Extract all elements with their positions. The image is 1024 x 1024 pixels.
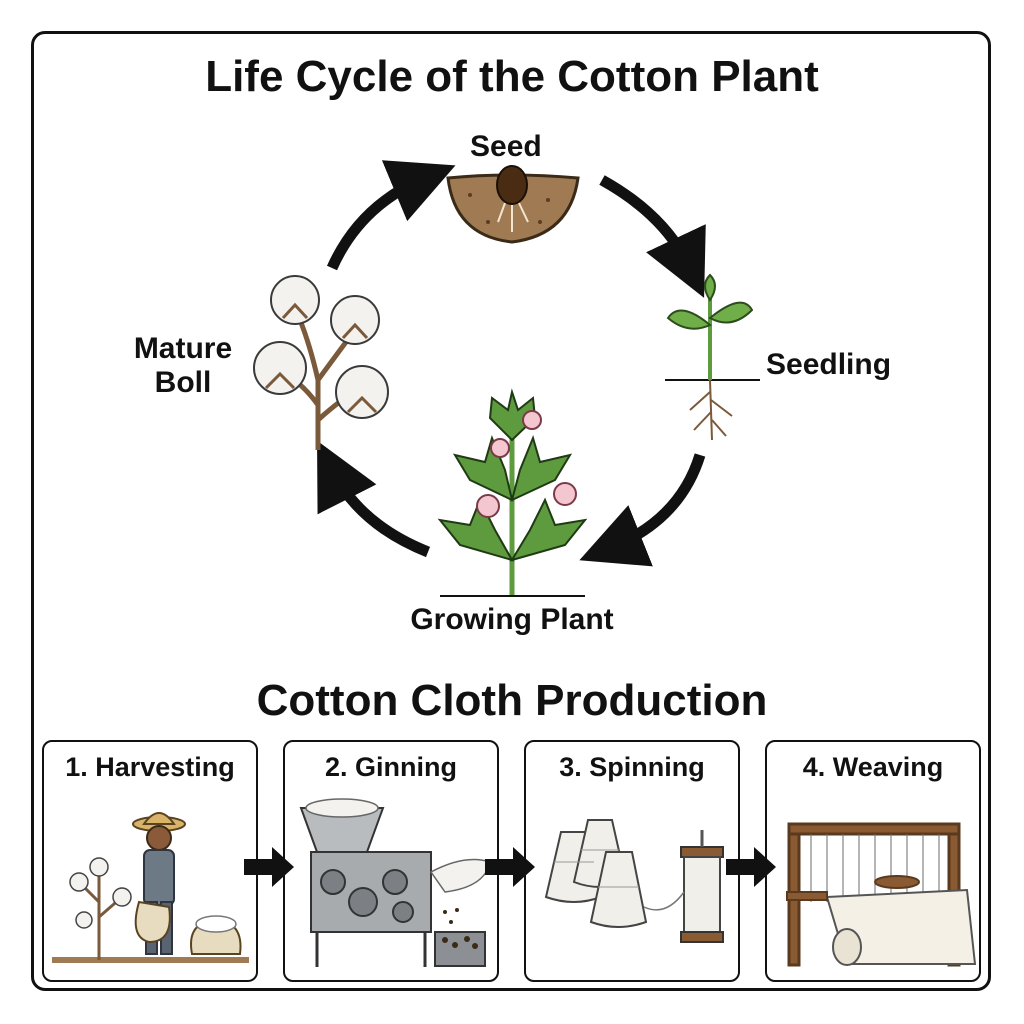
cotton-flower (476, 410, 577, 518)
arrow-seed-to-seedling (599, 175, 706, 298)
arrow-step-3-to-4 (726, 847, 776, 887)
arrow-step-1-to-2 (244, 847, 294, 887)
step-ginning-label: 2. Ginning (325, 752, 457, 782)
weaving-illustration (786, 822, 977, 967)
stage-label-seedling: Seedling (766, 348, 892, 381)
spinning-illustration (544, 819, 724, 943)
arrow-mature-to-seed (326, 160, 456, 271)
stage-label-mature-boll: Mature Boll (118, 332, 248, 400)
stage-label-mature-line2: Boll (154, 366, 212, 399)
step-weaving-label: 4. Weaving (802, 752, 944, 782)
step-spinning-label: 3. Spinning (559, 752, 705, 782)
step-harvesting-label: 1. Harvesting (65, 752, 235, 782)
ginning-illustration (299, 798, 491, 967)
arrow-growing-to-mature (317, 440, 431, 558)
diagram-title: Life Cycle of the Cotton Plant (205, 52, 819, 101)
mature-boll-illustration (253, 275, 389, 450)
growing-plant-illustration (437, 388, 588, 597)
production-title: Cotton Cloth Production (256, 676, 768, 725)
seed-illustration (446, 165, 580, 244)
life-cycle-diagram (253, 160, 760, 597)
stage-label-mature-line1: Mature (133, 332, 233, 365)
seedling-illustration (665, 273, 760, 441)
arrow-step-2-to-3 (485, 847, 535, 887)
step-spinning: 3. Spinning (524, 740, 740, 982)
step-harvesting: 1. Harvesting (42, 740, 258, 982)
step-ginning: 2. Ginning (283, 740, 499, 982)
stage-label-growing-plant: Growing Plant (410, 603, 614, 636)
arrow-seedling-to-growing (579, 453, 706, 567)
step-weaving: 4. Weaving (765, 740, 981, 982)
stage-label-seed: Seed (470, 130, 542, 163)
harvesting-illustration (52, 812, 249, 963)
